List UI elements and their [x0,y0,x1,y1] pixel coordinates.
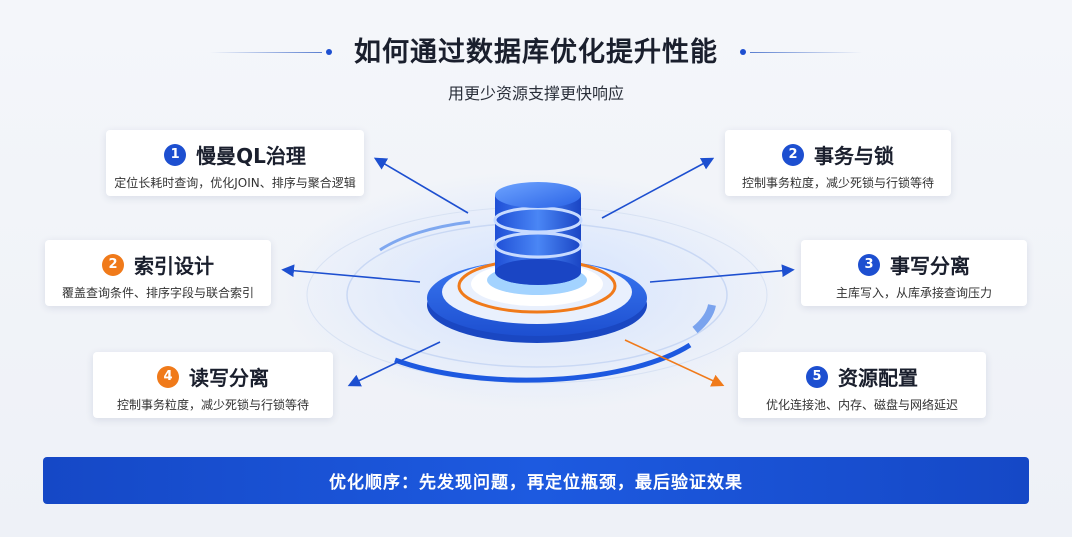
card-description: 控制事务粒度，减少死锁与行锁等待 [116,398,309,412]
optimization-order-banner: 优化顺序：先发现问题，再定位瓶颈，最后验证效果 [43,457,1029,504]
title-rule-right [750,52,862,53]
card-read-write-separation: 4 读写分离 控制事务粒度，减少死锁与行锁等待 [93,352,333,418]
title-dot-left [326,49,332,55]
page-subtitle: 用更少资源支撑更快响应 [447,84,624,103]
arrow-to-card-6 [624,339,725,387]
card-description: 主库写入，从库承接查询压力 [835,286,992,300]
card-number-badge: 2 [102,253,124,276]
card-title: 索引设计 [134,254,214,278]
card-title: 事写分离 [890,254,970,278]
arrow-to-card-2 [601,157,715,219]
card-description: 覆盖查询条件、排序字段与联合索引 [61,286,254,300]
card-title: 资源配置 [838,366,918,390]
card-description: 控制事务粒度，减少死锁与行锁等待 [741,176,934,190]
title-rule-left [210,52,322,53]
arrow-to-card-3 [281,264,421,283]
card-number-badge: 1 [164,143,187,166]
arrow-to-card-1 [373,157,469,214]
card-number-badge: 5 [806,365,828,388]
ring-arc-bottom [394,342,692,383]
banner-text: 优化顺序：先发现问题，再定位瓶颈，最后验证效果 [329,473,743,493]
card-number-badge: 3 [858,253,880,276]
card-description: 优化连接池、内存、磁盘与网络延迟 [765,398,958,412]
card-write-separation: 3 事写分离 主库写入，从库承接查询压力 [801,240,1027,306]
ring-arc-left [379,220,471,252]
database-icon [493,182,583,285]
card-title: 事务与锁 [814,144,894,168]
card-index-design: 2 索引设计 覆盖查询条件、排序字段与联合索引 [45,240,271,306]
card-resource-config: 5 资源配置 优化连接池、内存、磁盘与网络延迟 [738,352,986,418]
card-slow-sql: 1 慢曼QL治理 定位长耗时查询，优化JOIN、排序与聚合逻辑 [106,130,364,196]
arrow-to-card-5 [347,341,441,387]
card-title: 读写分离 [189,366,269,390]
card-title: 慢曼QL治理 [196,144,306,168]
card-description: 定位长耗时查询，优化JOIN、排序与聚合逻辑 [114,176,356,190]
card-number-badge: 4 [157,365,179,388]
arrow-to-card-4 [649,264,795,283]
card-transaction-lock: 2 事务与锁 控制事务粒度，减少死锁与行锁等待 [725,130,951,196]
card-number-badge: 2 [782,143,804,166]
title-wrap: 如何通过数据库优化提升性能 [0,30,1072,69]
page-title: 如何通过数据库优化提升性能 [354,37,718,68]
title-dot-right [740,49,746,55]
ring-arc-right [692,303,716,334]
